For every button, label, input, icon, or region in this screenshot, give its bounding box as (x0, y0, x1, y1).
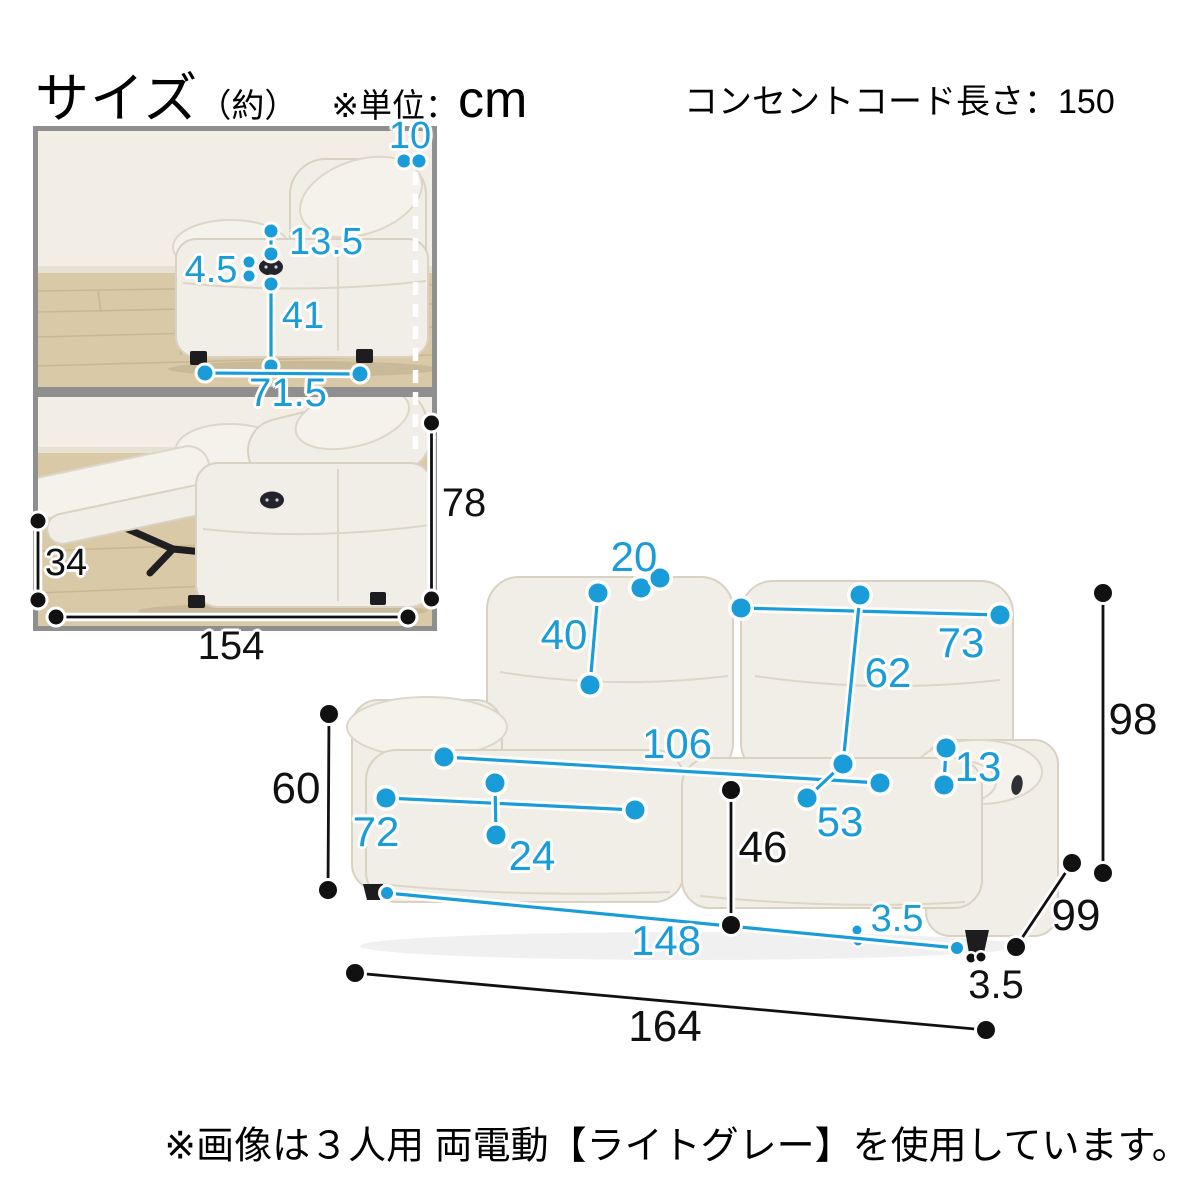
sofa-side-upright (172, 155, 429, 365)
dim-label-78: 78 (441, 481, 487, 525)
dim-label-20: 20 (610, 533, 658, 580)
unit-note-value: cm (458, 71, 528, 129)
dim-label-34: 34 (44, 542, 88, 584)
dim-label-3_5-leg: 3.5 (968, 963, 1024, 1007)
dim-label-164: 164 (628, 1002, 702, 1051)
front-left-leg (363, 884, 383, 900)
dim-24-line (482, 770, 509, 848)
dim-label-46: 46 (738, 823, 788, 872)
dim-label-53: 53 (816, 798, 864, 845)
dim-label-99: 99 (1051, 891, 1101, 940)
title-size: サイズ (35, 69, 199, 129)
recline-button (1011, 775, 1023, 795)
dim-label-4_5: 4.5 (184, 249, 238, 291)
dim-label-60: 60 (271, 764, 321, 813)
dim-3_5-gap-marks (850, 923, 865, 948)
recline-button (259, 258, 283, 276)
sofa-side-reclined (38, 397, 432, 608)
unit-note-prefix: ※単位： (331, 87, 459, 124)
side-view-reclined-scene (38, 397, 432, 626)
dim-label-98: 98 (1108, 695, 1158, 744)
dim-label-73: 73 (937, 619, 985, 666)
recline-button (260, 491, 284, 509)
title-approx: （約） (198, 87, 298, 124)
dim-label-3_5-gap: 3.5 (870, 898, 924, 940)
dim-label-13_5: 13.5 (289, 221, 363, 263)
dim-label-24: 24 (508, 832, 556, 879)
dim-label-10: 10 (388, 115, 432, 157)
page-title: サイズ（約） ※単位：cm (35, 54, 527, 133)
dim-label-72: 72 (352, 808, 400, 855)
photo-side-view-reclined (33, 392, 437, 631)
dim-label-106: 106 (641, 720, 713, 767)
front-right-leg (965, 930, 989, 953)
image-usage-note: ※画像は３人用 両電動【ライトグレー】を使用しています。 (164, 1125, 1190, 1168)
dim-label-13: 13 (954, 743, 1002, 790)
dim-label-62: 62 (864, 649, 912, 696)
dim-72-line (373, 785, 648, 823)
dim-label-40: 40 (540, 611, 588, 658)
dim-label-41: 41 (281, 295, 325, 337)
dim-label-148: 148 (630, 917, 702, 964)
cord-length-note: コンセントコード長さ：150 (684, 83, 1115, 121)
dim-label-154: 154 (197, 624, 265, 668)
dim-label-71_5: 71.5 (249, 371, 327, 415)
